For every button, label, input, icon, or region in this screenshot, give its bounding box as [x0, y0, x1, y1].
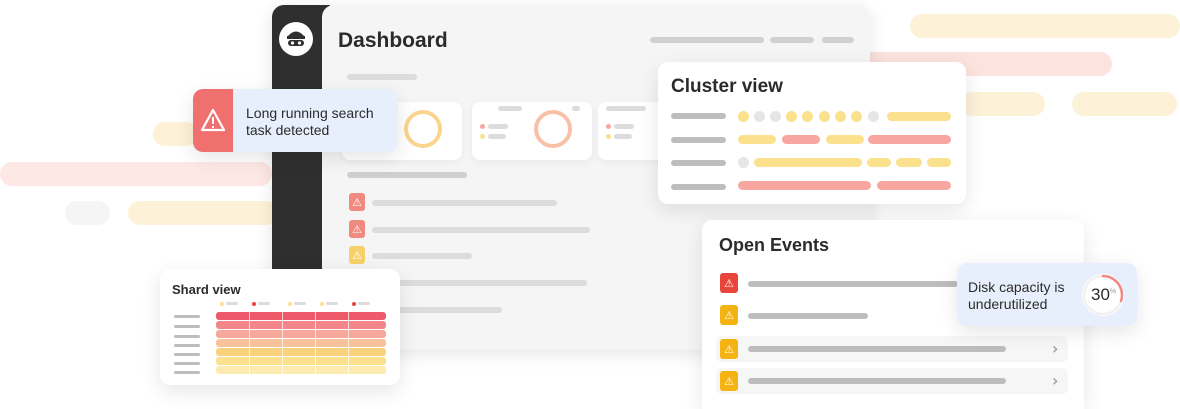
shard-title: Shard view	[172, 282, 241, 297]
bg-streak	[128, 201, 278, 225]
alert-text: task detected	[246, 122, 330, 138]
donut	[404, 110, 442, 148]
cluster-view-card[interactable]: Cluster view	[658, 62, 966, 204]
list-row-placeholder	[372, 280, 587, 286]
alert-text: Long running search	[246, 105, 374, 121]
header-placeholder	[822, 37, 854, 43]
section-placeholder	[347, 74, 417, 80]
open-events-title: Open Events	[719, 235, 830, 255]
warning-triangle-icon[interactable]: ⚠	[720, 371, 738, 391]
bg-streak	[960, 92, 1045, 116]
header-placeholder	[770, 37, 814, 43]
header-placeholder	[650, 37, 764, 43]
chevron-right-icon[interactable]: ›	[1052, 371, 1059, 390]
list-row-placeholder	[372, 227, 590, 233]
list-row-placeholder	[372, 307, 502, 313]
disk-text: underutilized	[968, 296, 1048, 312]
event-row-placeholder	[748, 378, 1006, 384]
event-row-placeholder	[748, 313, 868, 319]
disk-value-number: 30	[1091, 285, 1110, 304]
spy-mask-icon	[287, 31, 305, 46]
disk-value-unit: %	[1109, 288, 1117, 296]
bg-streak	[910, 14, 1180, 38]
bg-streak	[0, 162, 272, 186]
bg-streak	[1072, 92, 1177, 116]
capacity-gauge	[1082, 274, 1124, 316]
warning-triangle-icon[interactable]: ⚠	[720, 339, 738, 359]
warning-triangle-icon[interactable]: ⚠	[720, 305, 738, 325]
donut	[534, 110, 572, 148]
stat-card	[472, 102, 592, 160]
shard-legend	[220, 302, 390, 307]
section-placeholder	[347, 172, 467, 178]
bg-streak	[153, 122, 198, 146]
event-row-placeholder	[748, 346, 1006, 352]
bg-streak	[65, 201, 110, 225]
disk-text: Disk capacity is	[968, 279, 1065, 295]
warning-triangle-icon	[200, 108, 226, 132]
warning-triangle-icon[interactable]: ⚠	[720, 273, 738, 293]
cluster-title: Cluster view	[671, 76, 783, 97]
list-row-placeholder	[372, 200, 557, 206]
chevron-right-icon[interactable]: ›	[1052, 339, 1059, 358]
alert-toast[interactable]: Long running search task detected	[193, 89, 398, 152]
page-title: Dashboard	[338, 29, 448, 52]
warning-triangle-icon: ⚠	[349, 246, 365, 264]
logo[interactable]	[279, 22, 313, 56]
disk-capacity-toast[interactable]: Disk capacity is underutilized 30%	[957, 263, 1137, 326]
shard-heatmap	[216, 312, 386, 376]
disk-value: 30%	[1091, 285, 1116, 305]
warning-triangle-icon: ⚠	[349, 220, 365, 238]
shard-view-card[interactable]: Shard view	[160, 269, 400, 385]
event-row-placeholder	[748, 281, 958, 287]
list-row-placeholder	[372, 253, 472, 259]
warning-triangle-icon: ⚠	[349, 193, 365, 211]
